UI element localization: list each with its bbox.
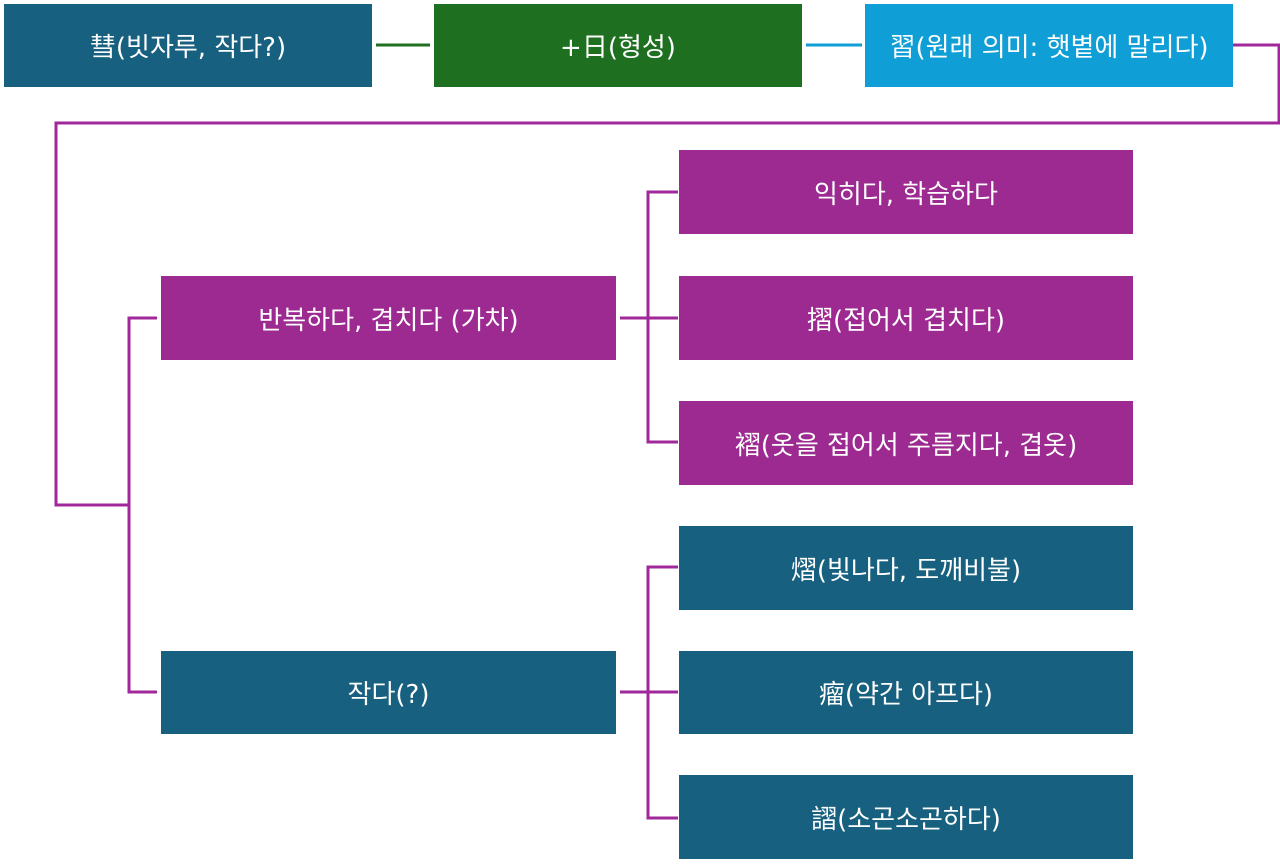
result-character-label: 習(원래 의미: 햇볕에 말리다) xyxy=(889,33,1209,63)
connector-small-children xyxy=(620,565,678,694)
small-child-1-label: 熠(빛나다, 도깨비불) xyxy=(790,555,1022,586)
repeat-child-2-label: 摺(접어서 겹치다) xyxy=(806,305,1006,336)
connector-small-children-lower xyxy=(646,692,678,820)
repeat-child-3-box: 褶(옷을 접어서 주름지다, 겹옷) xyxy=(679,401,1133,485)
root-character-label: 彗(빗자루, 작다?) xyxy=(89,33,287,63)
branch-small-box: 작다(?) xyxy=(161,651,616,734)
repeat-child-2-box: 摺(접어서 겹치다) xyxy=(679,276,1133,360)
connector-repeat-children xyxy=(620,190,678,320)
repeat-child-1-label: 익히다, 학습하다 xyxy=(814,179,998,210)
branch-small-label: 작다(?) xyxy=(347,680,430,710)
connector-trunk-to-branches xyxy=(127,316,157,694)
root-character-box: 彗(빗자루, 작다?) xyxy=(4,4,372,87)
small-child-3-label: 謵(소곤소곤하다) xyxy=(811,804,1001,835)
repeat-child-1-box: 익히다, 학습하다 xyxy=(679,150,1133,234)
branch-repeat-box: 반복하다, 겹치다 (가차) xyxy=(161,276,616,360)
small-child-3-box: 謵(소곤소곤하다) xyxy=(679,775,1133,859)
result-character-box: 習(원래 의미: 햇볕에 말리다) xyxy=(865,4,1233,87)
connector-result-to-tree xyxy=(54,43,1280,507)
small-child-2-box: 瘤(약간 아프다) xyxy=(679,651,1133,734)
small-child-2-label: 瘤(약간 아프다) xyxy=(818,680,994,710)
phonetic-component-label: +日(형성) xyxy=(560,33,676,63)
small-child-1-box: 熠(빛나다, 도깨비불) xyxy=(679,526,1133,610)
repeat-child-3-label: 褶(옷을 접어서 주름지다, 겹옷) xyxy=(734,430,1078,461)
branch-repeat-label: 반복하다, 겹치다 (가차) xyxy=(258,305,519,336)
phonetic-component-box: +日(형성) xyxy=(434,4,802,87)
connector-repeat-children-lower xyxy=(646,318,678,444)
